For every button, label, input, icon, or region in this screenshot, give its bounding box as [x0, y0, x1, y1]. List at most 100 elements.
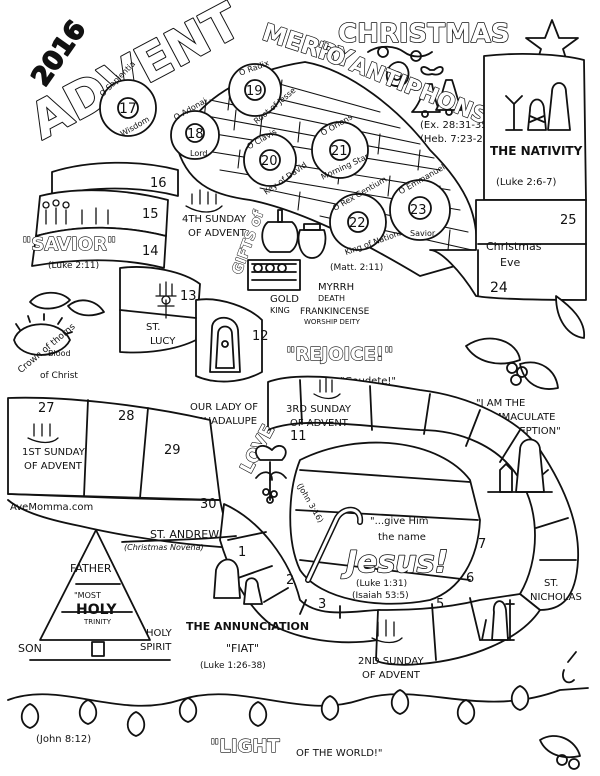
light-text: "LIGHT	[210, 736, 280, 757]
holy-spirit-line-2: SPIRIT	[140, 642, 172, 653]
holy-spirit-line-1: HOLY	[146, 628, 173, 639]
antiphon-23-label: Savior	[410, 229, 436, 238]
day-13: 13	[180, 289, 197, 304]
advent-wreath-2-icon	[371, 619, 403, 644]
st-nicholas-line-1: ST.	[544, 578, 558, 589]
day-12: 12	[252, 329, 269, 344]
day-27: 27	[38, 401, 55, 416]
lady-line-2: GUADALUPE	[196, 416, 257, 427]
third-sunday-line-1: 3RD SUNDAY	[286, 404, 352, 415]
antiphon-21-day: 21	[331, 144, 348, 159]
isaiah-text: (Isaiah 53:5)	[352, 591, 409, 601]
gifts-group: GIFTS of (Matt. 2:11) GOLD KING MYRRH DE…	[229, 207, 383, 326]
upper-left-path: 16 15 14 "SAVIOR" (Luke 2:11)	[21, 161, 179, 271]
immaculate-line-1: "I AM THE	[476, 398, 525, 409]
matthew-reference: (Matt. 2:11)	[330, 263, 383, 273]
blood-text: Blood	[48, 349, 71, 358]
christmas-eve-line-2: Eve	[500, 256, 520, 269]
crown-of-thorns-icon: Crown of thorns Blood of Christ	[13, 313, 78, 381]
immaculate-figure-icon	[487, 438, 553, 493]
annunciation-figures-icon	[213, 558, 263, 605]
antiphon-19-day: 19	[246, 84, 263, 99]
christmas-eve-line-1: Christmas	[486, 240, 542, 253]
treasure-chest-icon	[247, 259, 301, 291]
savior-figures-icon	[42, 199, 109, 225]
nativity-reference: (Luke 2:6-7)	[496, 177, 556, 188]
second-sunday-line-1: 2ND SUNDAY	[358, 656, 424, 667]
second-sunday-line-2: OF ADVENT	[362, 670, 421, 681]
st-andrew-scroll	[121, 535, 237, 543]
christmas-novena-text: (Christmas Novena)	[124, 543, 204, 552]
christmas-text: CHRISTMAS	[338, 19, 510, 49]
jesus-text: Jesus!	[341, 545, 448, 580]
advent-wreath-4-icon	[185, 189, 223, 213]
hebrews-reference: (Heb. 7:23-27)	[420, 134, 493, 145]
jesus-oval	[289, 441, 481, 605]
bells-icon	[367, 45, 463, 118]
myrrh-jar-icon	[297, 223, 327, 259]
savior-reference: (Luke 2:11)	[48, 261, 99, 271]
myrrh-text: MYRRH	[318, 282, 354, 293]
st-nicholas-icon	[479, 599, 515, 641]
upper-path: 25 Christmas Eve 24	[429, 199, 587, 301]
holly-right-icon	[465, 337, 559, 390]
day-6: 6	[466, 571, 474, 586]
day-1: 1	[238, 545, 246, 560]
day-16: 16	[150, 176, 167, 191]
gold-text: GOLD	[270, 294, 299, 305]
day-15: 15	[142, 207, 159, 222]
day-11: 11	[290, 429, 307, 444]
savior-text: "SAVIOR"	[22, 234, 116, 255]
incense-jar-icon	[261, 209, 299, 253]
day-30: 30	[200, 497, 217, 512]
mistletoe-icon	[255, 445, 287, 504]
lower-road-right	[375, 593, 541, 666]
st-lucy-line-2: LUCY	[150, 336, 176, 347]
john-812-text: (John 8:12)	[36, 734, 91, 745]
day-14: 14	[142, 244, 159, 259]
father-text: FATHER	[70, 562, 112, 575]
fourth-sunday-line-2: OF ADVENT	[188, 228, 247, 239]
most-holy-line-2: HOLY	[76, 602, 117, 618]
antiphon-17-day: 17	[119, 101, 137, 117]
st-lucy-figure-icon	[155, 281, 177, 319]
antiphon-23-day: 23	[410, 203, 427, 218]
trinity-text: TRINITY	[83, 618, 112, 626]
day-5: 5	[436, 597, 444, 612]
antiphon-20-day: 20	[261, 154, 278, 169]
advent-wreath-1-icon	[27, 423, 59, 444]
give-him-line-1: "...give Him	[370, 516, 429, 527]
antiphon-18-label: Lord	[190, 149, 207, 158]
most-holy-line-1: "MOST	[74, 591, 101, 600]
give-him-line-2: the name	[378, 532, 426, 543]
advent-wreath-3-icon	[313, 377, 341, 400]
lower-road-dividers	[431, 597, 481, 661]
day-29: 29	[164, 443, 181, 458]
son-text: SON	[18, 642, 42, 655]
light-string-icon	[7, 651, 589, 737]
day-7: 7	[478, 537, 486, 552]
nativity-panel: THE NATIVITY (Luke 2:6-7)	[483, 53, 587, 201]
of-christ-text: of Christ	[40, 371, 78, 381]
st-nicholas-line-2: NICHOLAS	[530, 592, 582, 603]
candy-cane-icon	[305, 506, 364, 583]
guadalupe-icon	[209, 316, 241, 373]
first-sunday-line-1: 1ST SUNDAY	[22, 447, 86, 458]
day-28: 28	[118, 409, 135, 424]
exodus-reference: (Ex. 28:31-35)	[420, 120, 492, 131]
fiat-reference: (Luke 1:26-38)	[200, 661, 266, 671]
day-2: 2	[286, 573, 294, 588]
leaf-right-icon	[555, 295, 585, 339]
day-24: 24	[490, 280, 508, 296]
luke-131-text: (Luke 1:31)	[356, 579, 407, 589]
rejoice-text: "REJOICE!"	[286, 344, 393, 365]
day-3: 3	[318, 597, 326, 612]
third-sunday-line-2: OF ADVENT	[290, 418, 349, 429]
frankincense-text: FRANKINCENSE	[300, 307, 370, 317]
holly-left-icon	[29, 291, 105, 317]
nativity-title: THE NATIVITY	[490, 144, 583, 158]
avemomma-text: AveMomma.com	[10, 502, 93, 513]
immaculate-line-3: CONCEPTION"	[490, 426, 561, 437]
